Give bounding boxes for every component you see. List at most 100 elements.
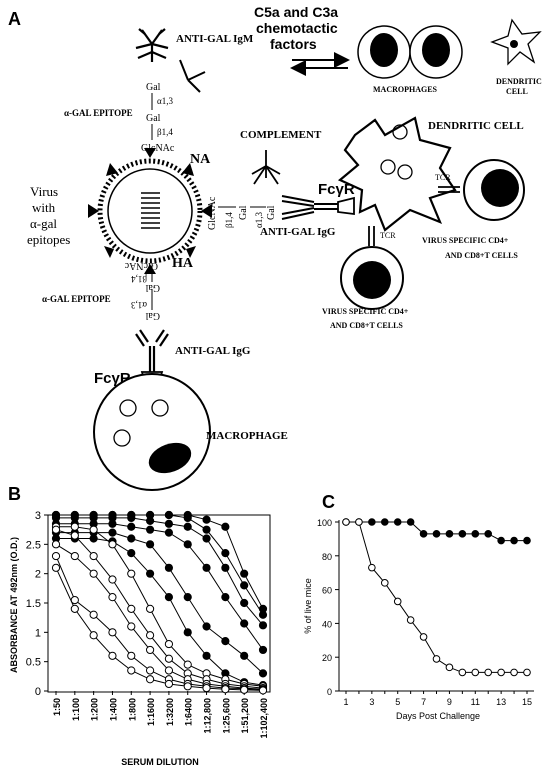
svg-text:GlcNAc: GlcNAc: [124, 260, 158, 271]
virus-label-4: epitopes: [27, 232, 70, 247]
anti-gal-igg-bottom-icon: [135, 329, 169, 372]
t-cell-bottom-icon: [340, 246, 404, 310]
data-point: [240, 685, 249, 694]
chart-c-series: [342, 518, 531, 677]
svg-text:Gal: Gal: [145, 282, 160, 293]
y-tick-label: 40: [322, 619, 332, 629]
data-point: [368, 563, 376, 572]
virus-specific-bottom-label-2: AND CD8+T CELLS: [330, 321, 403, 330]
data-point: [202, 622, 211, 631]
data-point: [240, 651, 249, 660]
macrophage-cell-icon: [357, 25, 411, 79]
data-point: [145, 525, 155, 534]
data-point: [380, 579, 389, 587]
fc-receptor-icon: [337, 196, 355, 216]
series-line: [56, 514, 264, 616]
data-point: [127, 569, 136, 578]
data-point: [108, 540, 117, 549]
data-point: [89, 551, 98, 561]
data-point: [164, 519, 174, 528]
data-point: [89, 569, 98, 578]
data-point: [393, 518, 402, 526]
data-point: [221, 685, 230, 694]
data-point: [108, 651, 117, 660]
x-tick-label: 1:1600: [146, 698, 156, 726]
virus-label-2: with: [32, 200, 56, 215]
x-tick-label: 1:800: [127, 698, 137, 721]
svg-text:β1,4: β1,4: [131, 274, 147, 284]
panel-a-letter: A: [8, 9, 21, 29]
series-line: [55, 529, 264, 689]
data-point: [145, 540, 155, 549]
anti-gal-igg-bottom-label: ANTI-GAL IgG: [175, 345, 251, 357]
alpha-gal-epitope-bottom-label: α-GAL EPITOPE: [42, 294, 111, 304]
anti-gal-igg-antibody-icon: [281, 195, 338, 220]
data-point: [164, 563, 174, 572]
data-point: [432, 655, 441, 663]
data-point: [484, 668, 493, 677]
x-tick-label: 5: [395, 697, 400, 707]
data-point: [432, 530, 441, 538]
data-point: [458, 530, 467, 538]
spike-icons: [88, 148, 212, 274]
x-tick-label: 1:102,400: [259, 698, 269, 739]
x-tick-label: 13: [496, 697, 506, 707]
data-point: [164, 654, 174, 663]
data-point: [164, 593, 174, 602]
x-tick-label: 1: [343, 697, 348, 707]
data-point: [458, 668, 467, 677]
virus-small-icon: [380, 124, 413, 180]
svg-text:α1,3: α1,3: [254, 212, 264, 228]
x-tick-label: 7: [421, 697, 426, 707]
data-point: [127, 522, 136, 531]
data-point: [221, 637, 230, 646]
tcr-right-label: TCR: [435, 173, 451, 182]
data-point: [127, 513, 136, 523]
data-point: [419, 633, 428, 641]
data-point: [145, 569, 155, 578]
data-point: [51, 563, 61, 572]
dendritic-cell-small-label-1: DENDRITIC: [496, 77, 542, 86]
y-tick-label: 3: [35, 510, 41, 522]
data-point: [202, 651, 211, 660]
data-point: [89, 610, 98, 619]
x-tick-label: 1:3200: [165, 698, 175, 726]
series-line: [346, 521, 527, 673]
x-tick-label: 1:100: [71, 698, 81, 721]
y-tick-label: 0: [327, 687, 332, 697]
macrophages-label: MACROPHAGES: [373, 85, 438, 94]
data-point: [258, 645, 268, 655]
data-point: [202, 525, 211, 534]
data-point: [202, 563, 211, 572]
series-line: [56, 537, 264, 686]
data-point: [471, 668, 480, 677]
gal-mid-label: Gal: [146, 113, 161, 124]
data-point: [70, 604, 79, 613]
svg-text:Gal: Gal: [266, 205, 277, 220]
data-point: [89, 534, 98, 543]
virus-specific-right-label-1: VIRUS SPECIFIC CD4+: [422, 236, 509, 245]
data-point: [471, 530, 480, 538]
data-point: [202, 515, 211, 524]
data-point: [89, 631, 98, 640]
svg-text:β1,4: β1,4: [224, 212, 234, 228]
data-point: [445, 530, 454, 538]
series-line: [55, 543, 264, 690]
data-point: [406, 616, 415, 624]
data-point: [108, 628, 117, 637]
data-point: [393, 597, 402, 606]
data-point: [51, 540, 61, 549]
svg-text:GlcNAc: GlcNAc: [207, 196, 218, 230]
c5a-label-1: C5a and C3a: [254, 4, 338, 20]
chart-b-y-ticks: 00.511.522.53: [26, 510, 48, 698]
data-point: [221, 593, 230, 602]
data-point: [221, 563, 230, 572]
data-point: [108, 528, 117, 537]
data-point: [510, 536, 518, 545]
b14-top-label: β1,4: [157, 127, 173, 137]
data-point: [70, 551, 79, 561]
alpha-gal-epitope-top-label: α-GAL EPITOPE: [64, 108, 133, 118]
series-line: [56, 532, 264, 674]
